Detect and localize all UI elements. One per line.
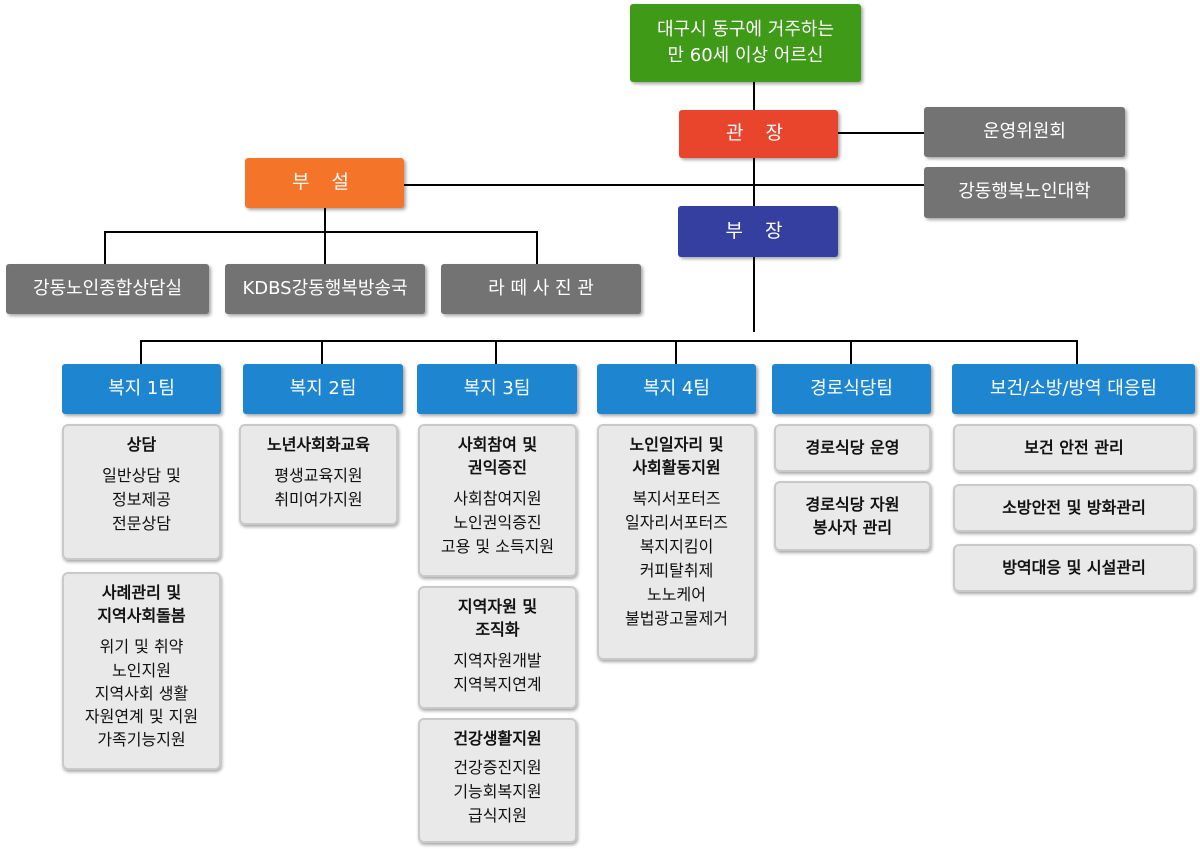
affiliate-label: KDBS강동행복방송국 xyxy=(242,277,408,299)
task-title: 지역자원 및 조직화 xyxy=(457,597,538,640)
task-card: 지역자원 및 조직화 지역자원개발 지역복지연계 xyxy=(418,586,577,709)
connector-line xyxy=(104,231,538,233)
team-name: 복지 2팀 xyxy=(289,377,357,399)
task-body: 위기 및 취약 노인지원 지역사회 생활 자원연계 및 지원 가족기능지원 xyxy=(84,637,199,750)
university-box: 강동행복노인대학 xyxy=(924,167,1125,218)
task-card: 건강생활지원 건강증진지원 기능회복지원 급식지원 xyxy=(418,718,577,843)
task-title: 상담 xyxy=(126,435,157,454)
affiliate-photo-studio-box: 라 떼 사 진 관 xyxy=(441,264,641,314)
team-4-header: 복지 4팀 xyxy=(597,364,756,414)
task-card: 방역대응 및 시설관리 xyxy=(953,544,1195,592)
connector-line xyxy=(140,340,142,364)
task-card: 사회참여 및 권익증진 사회참여지원 노인권익증진 고용 및 소득지원 xyxy=(418,424,577,577)
director-box: 관 장 xyxy=(679,110,838,158)
team-name: 복지 1팀 xyxy=(108,377,175,399)
university-label: 강동행복노인대학 xyxy=(958,181,1091,203)
task-card: 보건 안전 관리 xyxy=(953,424,1195,472)
operating-committee-label: 운영위원회 xyxy=(983,120,1066,142)
task-title: 방역대응 및 시설관리 xyxy=(1002,558,1146,578)
task-title: 노년사회화교육 xyxy=(266,435,371,454)
affiliate-broadcast-box: KDBS강동행복방송국 xyxy=(225,264,425,314)
connector-line xyxy=(403,184,924,186)
task-card: 상담 일반상담 및 정보제공 전문상담 xyxy=(62,424,221,560)
task-title: 경로식당 자원 봉사자 관리 xyxy=(805,494,900,537)
vice-director-box: 부 장 xyxy=(678,206,838,257)
task-body: 지역자원개발 지역복지연계 xyxy=(453,651,542,695)
connector-line xyxy=(324,231,326,264)
task-title: 소방안전 및 방화관리 xyxy=(1002,498,1146,518)
affiliate-counseling-box: 강동노인종합상담실 xyxy=(6,264,209,314)
connector-line xyxy=(850,340,852,364)
task-body: 건강증진지원 기능회복지원 급식지원 xyxy=(453,758,542,826)
task-body: 복지서포터즈 일자리서포터즈 복지지킴이 커피탈취제 노노케어 불법광고물제거 xyxy=(624,489,729,629)
target-box: 대구시 동구에 거주하는 만 60세 이상 어르신 xyxy=(630,4,861,82)
task-card: 노인일자리 및 사회활동지원 복지서포터즈 일자리서포터즈 복지지킴이 커피탈취… xyxy=(597,424,756,660)
team-name: 보건/소방/방역 대응팀 xyxy=(990,377,1157,399)
connector-line xyxy=(675,340,677,364)
team-3-header: 복지 3팀 xyxy=(417,364,577,414)
connector-line xyxy=(321,340,323,364)
task-title: 보건 안전 관리 xyxy=(1024,438,1124,458)
team-name: 복지 4팀 xyxy=(643,377,710,399)
connector-line xyxy=(495,340,497,364)
task-title: 경로식당 운영 xyxy=(805,438,900,458)
task-card: 소방안전 및 방화관리 xyxy=(953,484,1195,532)
task-title: 건강생활지원 xyxy=(453,729,542,748)
team-name: 경로식당팀 xyxy=(810,377,893,399)
target-label: 대구시 동구에 거주하는 만 60세 이상 어르신 xyxy=(656,18,835,66)
team-name: 복지 3팀 xyxy=(463,377,531,399)
affiliated-box: 부 설 xyxy=(245,158,404,208)
task-title: 사례관리 및 지역사회돌봄 xyxy=(97,583,186,626)
team-1-header: 복지 1팀 xyxy=(62,364,221,414)
affiliate-label: 라 떼 사 진 관 xyxy=(488,277,594,299)
task-card: 경로식당 운영 xyxy=(774,424,931,472)
task-body: 일반상담 및 정보제공 전문상담 xyxy=(102,466,181,534)
connector-line xyxy=(536,231,538,264)
connector-line xyxy=(104,231,106,264)
task-body: 사회참여지원 노인권익증진 고용 및 소득지원 xyxy=(440,489,555,557)
affiliated-label: 부 설 xyxy=(292,171,357,194)
connector-line xyxy=(838,132,924,134)
task-card: 경로식당 자원 봉사자 관리 xyxy=(774,481,931,551)
connector-line xyxy=(1076,340,1078,364)
connector-line xyxy=(324,208,326,232)
operating-committee-box: 운영위원회 xyxy=(924,107,1125,157)
task-title: 노인일자리 및 사회활동지원 xyxy=(629,435,724,478)
connector-line xyxy=(140,340,1078,342)
director-label: 관 장 xyxy=(726,122,791,145)
task-title: 사회참여 및 권익증진 xyxy=(457,435,538,478)
affiliate-label: 강동노인종합상담실 xyxy=(32,277,183,299)
team-6-header: 보건/소방/방역 대응팀 xyxy=(952,364,1195,414)
task-body: 평생교육지원 취미여가지원 xyxy=(274,466,363,510)
team-5-header: 경로식당팀 xyxy=(772,364,931,414)
task-card: 노년사회화교육 평생교육지원 취미여가지원 xyxy=(239,424,398,525)
team-2-header: 복지 2팀 xyxy=(243,364,403,414)
task-card: 사례관리 및 지역사회돌봄 위기 및 취약 노인지원 지역사회 생활 자원연계 … xyxy=(62,572,221,770)
vice-director-label: 부 장 xyxy=(725,219,791,242)
